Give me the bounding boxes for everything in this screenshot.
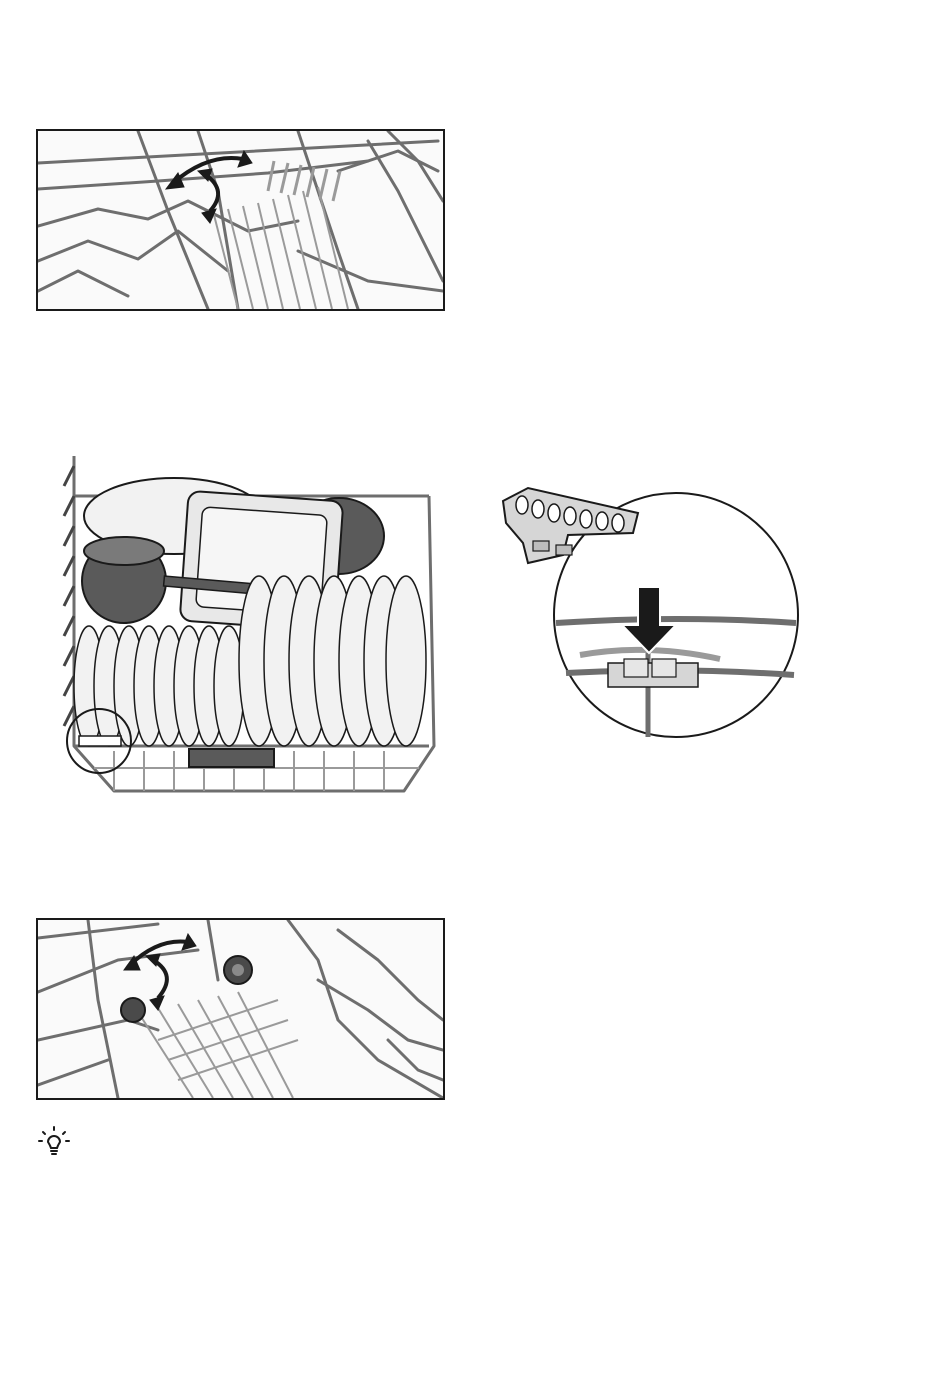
tine-row bbox=[138, 992, 298, 1098]
tip-lightbulb bbox=[36, 1124, 72, 1160]
lower-rack-tines-illustration bbox=[36, 918, 445, 1100]
large-plates bbox=[239, 576, 426, 746]
hinge-knob-left bbox=[121, 998, 145, 1022]
clip-in-basket bbox=[79, 736, 121, 746]
dish-basket-icon bbox=[34, 446, 446, 796]
upper-rack-tines-illustration bbox=[36, 129, 445, 311]
loaded-basket-illustration bbox=[34, 446, 446, 796]
tine-row bbox=[213, 187, 348, 309]
basket-handle bbox=[189, 749, 274, 767]
lower-rack-tines-drawing bbox=[38, 920, 443, 1098]
rotate-tines-arrows-icon bbox=[166, 151, 252, 223]
clip-detail-drawing bbox=[498, 483, 802, 741]
upper-rack-tines-drawing bbox=[38, 131, 443, 309]
rack-wires bbox=[38, 920, 443, 1098]
small-plates bbox=[74, 626, 244, 746]
lightbulb-icon bbox=[36, 1124, 72, 1160]
hinge-knob-center bbox=[232, 964, 244, 976]
saucepan-lid bbox=[84, 537, 164, 565]
clip-detail-illustration bbox=[498, 483, 802, 741]
